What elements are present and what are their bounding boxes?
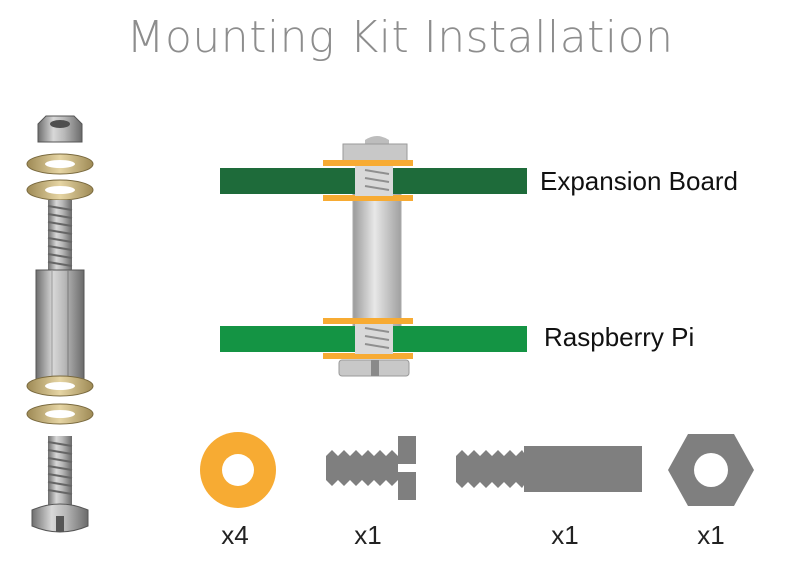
standoff-quantity: x1 xyxy=(551,520,579,550)
assembled-standoff xyxy=(352,179,402,331)
exploded-washer-2 xyxy=(26,179,94,201)
exploded-standoff xyxy=(35,269,85,381)
assembled-thread-upper xyxy=(364,169,390,191)
assembled-thread-lower xyxy=(364,327,390,349)
expansion-board xyxy=(220,160,527,201)
page-title: Mounting Kit Installation xyxy=(126,12,674,63)
screw-part xyxy=(326,436,416,500)
exploded-screw xyxy=(31,436,89,533)
raspberry-pi-label: Raspberry Pi xyxy=(544,322,695,352)
exploded-washer-4 xyxy=(26,403,94,425)
exploded-hex-nut xyxy=(37,115,83,143)
hex-nut-quantity: x1 xyxy=(697,520,725,550)
exploded-assembly xyxy=(26,115,94,533)
hex-nut-part xyxy=(668,434,754,506)
assembled-view xyxy=(220,136,527,377)
raspberry-pi-board xyxy=(220,318,527,359)
assembled-top-nut xyxy=(342,136,408,163)
expansion-board-label: Expansion Board xyxy=(540,166,739,196)
exploded-washer-1 xyxy=(26,153,94,175)
assembled-screw-head xyxy=(338,359,410,377)
standoff-part xyxy=(456,446,642,492)
washer-quantity: x4 xyxy=(221,520,249,550)
screw-quantity: x1 xyxy=(354,520,382,550)
washer-part xyxy=(200,432,276,508)
exploded-washer-3 xyxy=(26,375,94,397)
exploded-thread-upper xyxy=(47,200,73,270)
